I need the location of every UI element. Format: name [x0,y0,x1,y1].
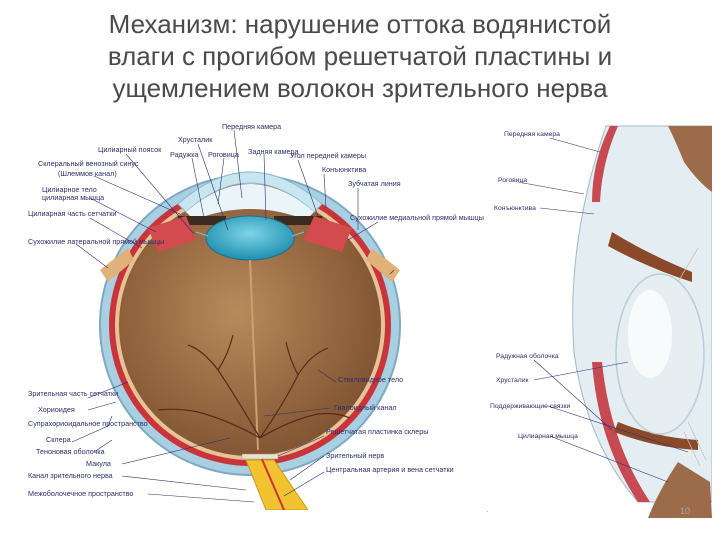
detail-label-anterior-chamber: Передняя камера [504,131,560,138]
eye-cross-section-diagram: Передняя камера Хрусталик Цилиарный пояс… [28,122,484,510]
detail-iris-lower [614,422,698,450]
label-ciliary-muscle: цилиарная мышца [42,193,104,202]
slide-title: Механизм: нарушение оттока водянистой вл… [0,8,720,104]
ciliary-body-right [304,216,352,252]
label-lateral-rectus-tendon: Сухожилие латеральной прямой мышцы [28,237,164,246]
vitreous-body [119,194,381,456]
label-ciliary-zonule: Цилиарный поясок [98,145,162,154]
title-line-1: Механизм: нарушение оттока водянистой [108,9,612,39]
anterior-chamber [186,184,314,220]
label-lens: Хрусталик [178,135,213,144]
label-cornea: Роговица [208,150,239,159]
label-schlemm-canal: (Шлеммов канал) [58,169,117,178]
label-optic-nerve: Зрительный нерв [326,451,384,460]
detail-conjunctiva [592,362,650,502]
label-ora-serrata: Зубчатая линия [348,179,401,188]
retinal-vessels [157,334,351,439]
optic-nerve [245,459,309,510]
detail-label-ciliary-muscle: Цилиарная мышца [518,433,578,440]
detail-label-lens: Хрусталик [496,377,529,384]
label-scleral-venous-sinus: Склеральный венозный синус [38,159,139,168]
title-line-2: влаги с прогибом решетчатой пластины и [107,41,613,71]
detail-label-supporting-ligaments: Поддерживающие связки [490,403,571,410]
label-intervaginal-space: Межоболочечное пространство [28,489,133,498]
detail-lens-highlight [628,290,672,378]
detail-ciliary-muscle [648,462,712,518]
label-conjunctiva: Конъюнктива [322,165,366,174]
label-central-artery-vein: Центральная артерия и вена сетчатки [326,465,454,474]
label-lamina-cribrosa: Решетчатая пластинка склеры [326,427,428,436]
title-line-3: ущемлением волокон зрительного нерва [112,73,608,103]
cornea [177,171,323,213]
page-mark-left: · [486,506,489,516]
label-hyaloid-canal: Гиалоидный канал [334,403,397,412]
detail-iris [608,232,692,282]
label-suprachoroidal-space: Супрахориоидальное пространство [28,419,148,428]
hyaloid-canal [249,259,259,451]
ciliary-body-left [148,216,196,252]
detail-label-cornea: Роговица [498,177,527,184]
label-medial-rectus-tendon: Сухожилие медиальной прямой мышцы [350,213,484,222]
detail-label-conjunctiva: Конъюнктива [494,205,536,212]
label-posterior-chamber: Задняя камера [248,147,299,156]
zonule-left [195,231,209,237]
label-iris: Радужка [170,150,199,159]
label-tenon-capsule: Теноновая оболочка [36,447,105,456]
detail-label-iris: Радужная оболочка [496,352,559,360]
label-anterior-chamber-angle: Угол передней камеры [290,151,366,160]
lamina-cribrosa [241,453,279,460]
detail-ciliary-muscle-top [668,126,712,192]
iris-left [178,216,226,225]
lateral-rectus-tendon [100,248,134,282]
central-retinal-artery [257,449,285,510]
zonule-right [291,231,305,237]
label-macula: Макула [86,459,111,468]
label-ciliary-body: Цилиарное тело [42,185,97,194]
lens [205,215,295,261]
page-number: 10 [680,506,691,516]
iris-right [274,216,322,225]
label-vitreous-body: Стекловидное тело [338,375,403,384]
detail-conjunctiva-top [592,126,618,202]
label-sclera: Склера [46,435,71,444]
detail-zonules [677,247,707,467]
medial-rectus-tendon [366,248,400,282]
label-ciliary-retina: Цилиарная часть сетчатки [28,209,116,218]
anterior-segment-diagram: Передняя камера Роговица Конъюнктива Рад… [488,122,712,518]
label-anterior-chamber: Передняя камера [222,122,281,131]
label-choroid: Хориоидея [38,405,75,414]
label-optic-canal: Канал зрительного нерва [28,471,113,480]
label-optic-retina: Зрительная часть сетчатки [28,389,118,398]
